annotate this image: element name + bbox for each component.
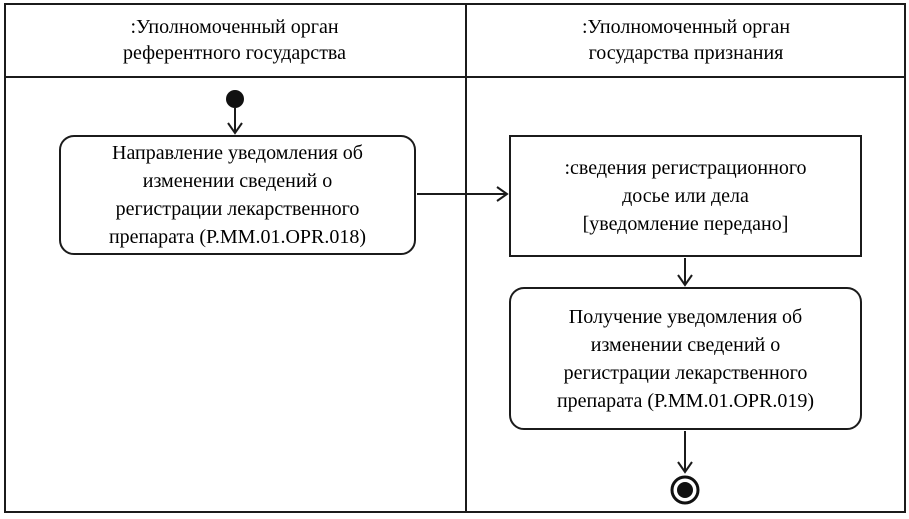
swimlane-divider — [465, 3, 467, 513]
swimlane-header-separator — [4, 76, 906, 78]
lane-header-recognition-state: :Уполномоченный орган государства призна… — [581, 15, 791, 64]
object-node-registration-dossier: :сведения регистрационного досье или дел… — [509, 135, 862, 257]
action-node-receive-notification: Получение уведомления об изменении сведе… — [509, 287, 862, 430]
lane-header-reference-state: :Уполномоченный орган референтного госуд… — [123, 15, 346, 64]
action-node-send-notification: Направление уведомления об изменении све… — [59, 135, 416, 255]
diagram-frame — [4, 3, 906, 513]
